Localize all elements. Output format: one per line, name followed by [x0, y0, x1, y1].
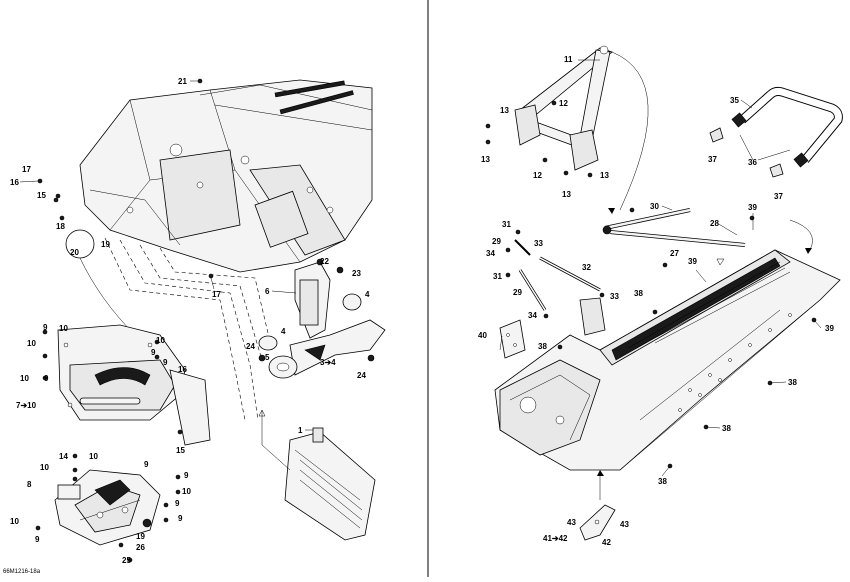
- callout-15: 15: [37, 191, 46, 200]
- lower-support-bracket: [54, 469, 161, 546]
- callout-31-b: 31: [493, 272, 502, 281]
- callout-24: 24: [246, 342, 255, 351]
- callout-30: 30: [650, 202, 659, 211]
- callout-10-g: 10: [182, 487, 191, 496]
- callout-39-b: 39: [688, 257, 697, 266]
- callout-16: 16: [10, 178, 19, 187]
- callout-25: 25: [122, 556, 131, 565]
- front-chassis-frame: [79, 79, 373, 273]
- callout-9-b: 9: [151, 348, 156, 357]
- callout-34-b: 34: [528, 311, 537, 320]
- front-bumper-bracket: [57, 324, 211, 446]
- callout-9-e: 9: [144, 460, 149, 469]
- drawing-reference: 66M1216-18a: [3, 569, 41, 575]
- callout-9-f: 9: [184, 471, 189, 480]
- part-callouts: 21 17 16 15 18 19 20 17 22 23 6 4 4 24 5…: [10, 55, 834, 565]
- rear-grab-handle: [709, 86, 843, 266]
- callout-13-c: 13: [600, 171, 609, 180]
- callout-28: 28: [710, 219, 719, 228]
- tie-rod-assembly: [514, 208, 746, 336]
- callout-43-b: 43: [620, 520, 629, 529]
- callout-4: 4: [365, 290, 370, 299]
- assembly-guide-lines: [104, 237, 273, 421]
- callout-34: 34: [486, 249, 495, 258]
- callout-41to42: 41➔42: [543, 534, 568, 543]
- steering-support-frame: [514, 45, 649, 214]
- callout-39: 39: [748, 203, 757, 212]
- callout-14: 14: [59, 452, 68, 461]
- callout-9-i: 9: [35, 535, 40, 544]
- callout-19-b: 19: [136, 532, 145, 541]
- callout-26: 26: [136, 543, 145, 552]
- callout-38-e: 38: [658, 477, 667, 486]
- callout-40: 40: [478, 331, 487, 340]
- callout-43: 43: [567, 518, 576, 527]
- callout-3to4: 3➔4: [320, 358, 336, 367]
- callout-31: 31: [502, 220, 511, 229]
- callout-13-d: 13: [562, 190, 571, 199]
- fasteners-left: [35, 78, 214, 563]
- callout-21: 21: [178, 77, 187, 86]
- callout-12-b: 12: [533, 171, 542, 180]
- callout-19: 19: [101, 240, 110, 249]
- callout-1: 1: [298, 426, 303, 435]
- callout-13-b: 13: [481, 155, 490, 164]
- callout-13: 13: [500, 106, 509, 115]
- callout-18: 18: [56, 222, 65, 231]
- callout-29: 29: [492, 237, 501, 246]
- callout-5: 5: [265, 353, 270, 362]
- callout-42: 42: [602, 538, 611, 547]
- callout-33: 33: [534, 239, 543, 248]
- heat-exchanger: [258, 409, 376, 541]
- callout-37: 37: [708, 155, 717, 164]
- callout-9-h: 9: [178, 514, 183, 523]
- callout-16-b: 16: [178, 365, 187, 374]
- lower-hitch-bracket: [579, 470, 616, 541]
- callout-17-b: 17: [212, 290, 221, 299]
- tunnel-assembly: [494, 219, 841, 471]
- rear-mounting-plate: [499, 319, 526, 359]
- callout-10: 10: [59, 324, 68, 333]
- callout-9: 9: [43, 323, 48, 332]
- callout-29-b: 29: [513, 288, 522, 297]
- callout-9-c: 9: [163, 358, 168, 367]
- callout-22: 22: [320, 257, 329, 266]
- callout-27: 27: [670, 249, 679, 258]
- callout-10-f: 10: [40, 463, 49, 472]
- callout-38-b: 38: [538, 342, 547, 351]
- callout-39-c: 39: [825, 324, 834, 333]
- callout-12: 12: [559, 99, 568, 108]
- callout-36: 36: [748, 158, 757, 167]
- callout-23: 23: [352, 269, 361, 278]
- callout-17: 17: [22, 165, 31, 174]
- callout-35: 35: [730, 96, 739, 105]
- callout-7to10: 7➔10: [16, 401, 37, 410]
- callout-10-d: 10: [20, 374, 29, 383]
- callout-10-c: 10: [156, 336, 165, 345]
- engine-mount-assembly: [258, 258, 386, 379]
- callout-6: 6: [265, 287, 270, 296]
- callout-33-b: 33: [610, 292, 619, 301]
- callout-10-b: 10: [27, 339, 36, 348]
- callout-9-g: 9: [175, 499, 180, 508]
- callout-8: 8: [27, 480, 32, 489]
- callout-38-d: 38: [722, 424, 731, 433]
- callout-24-b: 24: [357, 371, 366, 380]
- callout-10-h: 10: [10, 517, 19, 526]
- callout-37-b: 37: [774, 192, 783, 201]
- callout-15-b: 15: [176, 446, 185, 455]
- callout-4-b: 4: [281, 327, 286, 336]
- callout-10-e: 10: [89, 452, 98, 461]
- callout-20: 20: [70, 248, 79, 257]
- callout-38: 38: [634, 289, 643, 298]
- callout-32: 32: [582, 263, 591, 272]
- callout-11: 11: [564, 55, 573, 64]
- callout-9-d: 9: [44, 374, 49, 383]
- callout-38-c: 38: [788, 378, 797, 387]
